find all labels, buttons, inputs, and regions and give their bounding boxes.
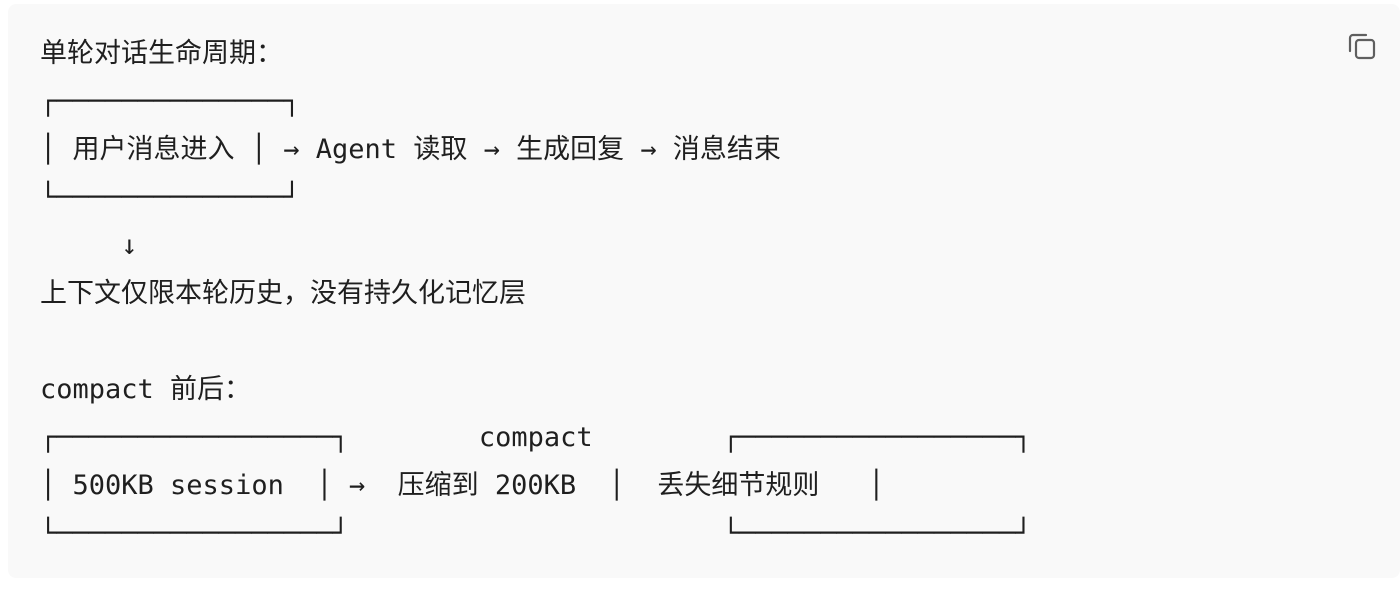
- code-line-box-top: ┌──────────────┐: [40, 86, 301, 117]
- code-line-context-note: 上下文仅限本轮历史，没有持久化记忆层: [40, 278, 526, 309]
- code-line-compact-top: ┌─────────────────┐ compact ┌───────────…: [40, 422, 1032, 453]
- code-line-arrow: ↓: [40, 230, 138, 261]
- code-line-flow: │ 用户消息进入 │ → Agent 读取 → 生成回复 → 消息结束: [40, 134, 781, 165]
- code-line-compact-bottom: └─────────────────┘ └─────────────────┘: [40, 518, 1032, 549]
- code-block: 单轮对话生命周期： ┌──────────────┐ │ 用户消息进入 │ → Ag…: [8, 4, 1400, 578]
- code-line-title: 单轮对话生命周期：: [40, 38, 283, 69]
- copy-button[interactable]: [1342, 26, 1382, 66]
- code-line-compact-flow: │ 500KB session │ → 压缩到 200KB │ 丢失细节规则 │: [40, 470, 885, 501]
- copy-icon: [1348, 33, 1376, 60]
- code-text[interactable]: 单轮对话生命周期： ┌──────────────┐ │ 用户消息进入 │ → Ag…: [40, 4, 1032, 558]
- code-line-compact-title: compact 前后：: [40, 374, 252, 405]
- code-line-blank: [40, 318, 1032, 366]
- code-line-box-bottom: └──────────────┘: [40, 182, 301, 213]
